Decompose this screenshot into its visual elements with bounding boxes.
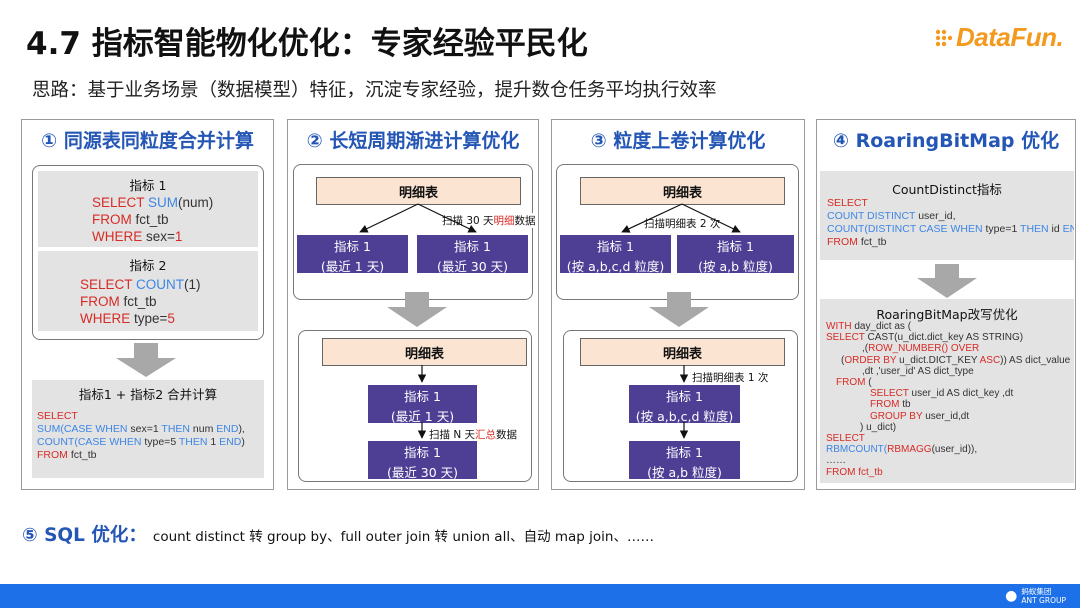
sql-optimization-line: ⑤ SQL 优化： count distinct 转 group by、full… xyxy=(22,521,654,547)
panel2-after-metric-1day: 指标 1(最近 1 天) xyxy=(368,385,477,424)
datafun-logo-text: DataFun. xyxy=(956,22,1064,52)
panel2-scan-note-2: 扫描 N 天汇总数据 xyxy=(429,427,518,442)
panel3-title: ③ 粒度上卷计算优化 xyxy=(590,130,766,152)
panel1-title: ① 同源表同粒度合并计算 xyxy=(41,130,254,152)
panel3-after-metric-ab: 指标 1(按 a,b 粒度) xyxy=(629,441,740,480)
panel3-scan-note-2: 扫描明细表 1 次 xyxy=(692,370,769,385)
page-title: 4.7 指标智能物化优化：专家经验平民化 xyxy=(26,26,588,62)
metric1-label: 指标 1 xyxy=(129,178,167,193)
panel3-detail-table-top: 明细表 xyxy=(580,177,785,205)
ant-icon: ● xyxy=(1005,587,1018,604)
panel2-metric-30day: 指标 1(最近 30 天) xyxy=(417,235,528,274)
panel2-metric-1day: 指标 1(最近 1 天) xyxy=(297,235,408,274)
panel3-metric-abcd: 指标 1(按 a,b,c,d 粒度) xyxy=(560,235,671,274)
panel4-countdistinct-box: CountDistinct指标 SELECT COUNT DISTINCT us… xyxy=(820,171,1074,260)
panel-roaringbitmap: ④ RoaringBitMap 优化 CountDistinct指标 SELEC… xyxy=(816,119,1076,490)
footer-bar: ● 蚂蚁集团 ANT GROUP xyxy=(0,584,1080,608)
countdistinct-label: CountDistinct指标 xyxy=(892,182,1002,197)
panel1-metric2-box: 指标 2 SELECT COUNT(1) FROM fct_tb WHERE t… xyxy=(38,251,258,331)
panel3-detail-table-bottom: 明细表 xyxy=(580,338,785,366)
panel2-scan-note: 扫描 30 天明细数据 xyxy=(442,213,536,228)
panel-granularity-rollup: ③ 粒度上卷计算优化 明细表 扫描明细表 2 次 指标 1(按 a,b,c,d … xyxy=(551,119,805,490)
merged-label: 指标1 + 指标2 合并计算 xyxy=(78,387,218,402)
panel1-merged-box: 指标1 + 指标2 合并计算 SELECT SUM(CASE WHEN sex=… xyxy=(32,380,264,478)
panel2-title: ② 长短周期渐进计算优化 xyxy=(306,130,520,152)
panel2-detail-table-top: 明细表 xyxy=(316,177,521,205)
metric1-sql: SELECT SUM(num) FROM fct_tb WHERE sex=1 xyxy=(92,195,214,244)
panel-same-source-merge: ① 同源表同粒度合并计算 指标 1 SELECT SUM(num) FROM f… xyxy=(21,119,274,490)
metric2-sql: SELECT COUNT(1) FROM fct_tb WHERE type=5 xyxy=(80,277,201,326)
panel2-detail-table-bottom: 明细表 xyxy=(322,338,527,366)
panel2-after-metric-30day: 指标 1(最近 30 天) xyxy=(368,441,477,480)
panel3-metric-ab: 指标 1(按 a,b 粒度) xyxy=(677,235,794,274)
countdistinct-sql: SELECT COUNT DISTINCT user_id, COUNT(DIS… xyxy=(827,197,1074,248)
panel4-title: ④ RoaringBitMap 优化 xyxy=(832,130,1060,152)
antgroup-en: ANT GROUP xyxy=(1021,596,1066,605)
panel4-rbm-box: RoaringBitMap改写优化 WITH day_dict as ( SEL… xyxy=(820,299,1074,483)
antgroup-cn: 蚂蚁集团 xyxy=(1021,587,1052,596)
merged-sql: SELECT SUM(CASE WHEN sex=1 THEN num END)… xyxy=(37,410,245,461)
panel3-scan-note: 扫描明细表 2 次 xyxy=(644,216,721,231)
datafun-logo: DataFun. xyxy=(932,18,1064,58)
sql-optimization-heading: ⑤ SQL 优化： xyxy=(22,525,147,546)
panel-long-short-period: ② 长短周期渐进计算优化 明细表 扫描 30 天明细数据 指标 1(最近 1 天… xyxy=(287,119,539,490)
sql-optimization-text: count distinct 转 group by、full outer joi… xyxy=(152,529,654,545)
panel3-after-metric-abcd: 指标 1(按 a,b,c,d 粒度) xyxy=(629,385,740,424)
metric2-label: 指标 2 xyxy=(129,258,167,273)
panel1-metric1-box: 指标 1 SELECT SUM(num) FROM fct_tb WHERE s… xyxy=(38,171,258,247)
antgroup-logo: ● 蚂蚁集团 ANT GROUP xyxy=(1005,587,1066,605)
rbm-sql: WITH day_dict as ( SELECT CAST(u_dict.di… xyxy=(826,321,1071,478)
page-subtitle: 思路：基于业务场景（数据模型）特征，沉淀专家经验，提升数仓任务平均执行效率 xyxy=(32,80,717,101)
datafun-dots-icon xyxy=(935,29,953,47)
rbm-label: RoaringBitMap改写优化 xyxy=(876,307,1018,322)
